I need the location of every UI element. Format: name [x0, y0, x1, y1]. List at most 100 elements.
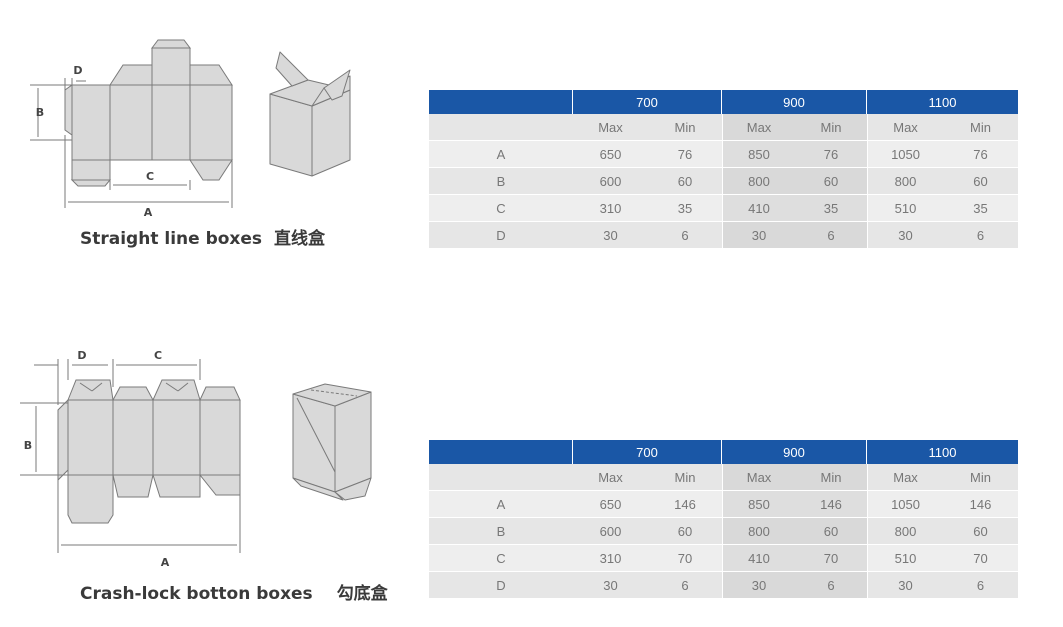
table-cell: 60	[648, 518, 723, 545]
subheader-blank	[429, 114, 573, 141]
table-cell: 310	[573, 195, 648, 222]
table-cell: 146	[648, 491, 723, 518]
table-subheader-row: Max Min Max Min Max Min	[429, 464, 1019, 491]
table-cell: 70	[648, 545, 723, 572]
row-label: A	[429, 141, 573, 168]
table-cell: 60	[795, 518, 868, 545]
table-cell: 70	[943, 545, 1019, 572]
header-group-900: 900	[722, 440, 868, 464]
table-subheader-row: Max Min Max Min Max Min	[429, 114, 1019, 141]
subheader-cell: Max	[867, 114, 944, 141]
table-cell: 146	[795, 491, 868, 518]
table-cell: 410	[722, 195, 796, 222]
table-cell: 70	[795, 545, 868, 572]
table-cell: 60	[943, 518, 1019, 545]
row-label: D	[429, 222, 573, 249]
table-cell: 60	[648, 168, 723, 195]
table-cell: 410	[722, 545, 796, 572]
table-row: A 650 146 850 146 1050 146	[429, 491, 1019, 518]
subheader-cell: Min	[943, 464, 1019, 491]
straight-line-spec-table: 700 900 1100 Max Min Max Min Max Min A 6…	[429, 90, 1019, 249]
table-row: D 30 6 30 6 30 6	[429, 222, 1019, 249]
table-cell: 600	[573, 518, 648, 545]
table-cell: 30	[573, 222, 648, 249]
table-row: A 650 76 850 76 1050 76	[429, 141, 1019, 168]
table-cell: 76	[943, 141, 1019, 168]
table-cell: 30	[722, 572, 796, 599]
table-header-row: 700 900 1100	[429, 440, 1019, 464]
row-label: D	[429, 572, 573, 599]
table-cell: 146	[943, 491, 1019, 518]
dim-label-b: B	[24, 439, 32, 452]
table-row: C 310 70 410 70 510 70	[429, 545, 1019, 572]
header-group-1100: 1100	[867, 90, 1019, 114]
caption-en: Crash-lock botton boxes	[80, 584, 313, 604]
table-cell: 76	[648, 141, 723, 168]
subheader-cell: Min	[795, 464, 868, 491]
table-header-row: 700 900 1100	[429, 90, 1019, 114]
dim-label-d: D	[77, 349, 86, 362]
subheader-cell: Min	[943, 114, 1019, 141]
header-group-700: 700	[573, 90, 723, 114]
header-blank	[429, 440, 573, 464]
subheader-cell: Max	[722, 114, 796, 141]
dim-label-d: D	[73, 64, 82, 77]
table-cell: 35	[795, 195, 868, 222]
row-label: B	[429, 168, 573, 195]
straight-line-caption: Straight line boxes 直线盒	[80, 224, 325, 249]
caption-cn: 直线盒	[274, 229, 326, 249]
header-blank	[429, 90, 573, 114]
dim-label-c: C	[146, 170, 154, 183]
table-cell: 35	[943, 195, 1019, 222]
table-cell: 6	[943, 222, 1019, 249]
table-cell: 510	[867, 195, 944, 222]
table-cell: 6	[943, 572, 1019, 599]
table-cell: 310	[573, 545, 648, 572]
table-cell: 650	[573, 491, 648, 518]
table-cell: 850	[722, 141, 796, 168]
table-cell: 850	[722, 491, 796, 518]
table-cell: 1050	[867, 141, 944, 168]
crash-lock-caption: Crash-lock botton boxes 勾底盒	[80, 579, 388, 604]
crash-lock-section: B D C A Crash-lock botton boxes 勾底盒	[0, 330, 1063, 627]
subheader-cell: Max	[722, 464, 796, 491]
table-cell: 60	[943, 168, 1019, 195]
table-cell: 6	[648, 572, 723, 599]
crash-lock-box-3d-diagram	[292, 383, 372, 501]
table-cell: 600	[573, 168, 648, 195]
subheader-cell: Min	[648, 114, 723, 141]
table-cell: 6	[795, 572, 868, 599]
table-cell: 6	[648, 222, 723, 249]
subheader-cell: Max	[573, 114, 648, 141]
header-group-900: 900	[722, 90, 868, 114]
subheader-cell: Min	[648, 464, 723, 491]
dim-label-a: A	[161, 556, 170, 569]
crash-lock-dieline-diagram: B D C A	[20, 349, 241, 569]
subheader-cell: Max	[573, 464, 648, 491]
header-group-1100: 1100	[867, 440, 1019, 464]
caption-en: Straight line boxes	[80, 229, 263, 249]
dim-label-b: B	[36, 106, 44, 119]
subheader-cell: Min	[795, 114, 868, 141]
caption-cn: 勾底盒	[336, 584, 388, 604]
row-label: B	[429, 518, 573, 545]
row-label: C	[429, 195, 573, 222]
table-cell: 650	[573, 141, 648, 168]
row-label: A	[429, 491, 573, 518]
table-cell: 30	[867, 222, 944, 249]
table-row: D 30 6 30 6 30 6	[429, 572, 1019, 599]
dim-label-c: C	[154, 349, 162, 362]
table-cell: 800	[867, 168, 944, 195]
table-cell: 6	[795, 222, 868, 249]
table-cell: 30	[867, 572, 944, 599]
table-cell: 800	[722, 168, 796, 195]
table-cell: 76	[795, 141, 868, 168]
table-cell: 510	[867, 545, 944, 572]
subheader-cell: Max	[867, 464, 944, 491]
straight-line-dieline-diagram: B D A C	[30, 39, 233, 219]
table-cell: 800	[722, 518, 796, 545]
table-cell: 30	[722, 222, 796, 249]
row-label: C	[429, 545, 573, 572]
header-group-700: 700	[573, 440, 723, 464]
table-row: B 600 60 800 60 800 60	[429, 168, 1019, 195]
